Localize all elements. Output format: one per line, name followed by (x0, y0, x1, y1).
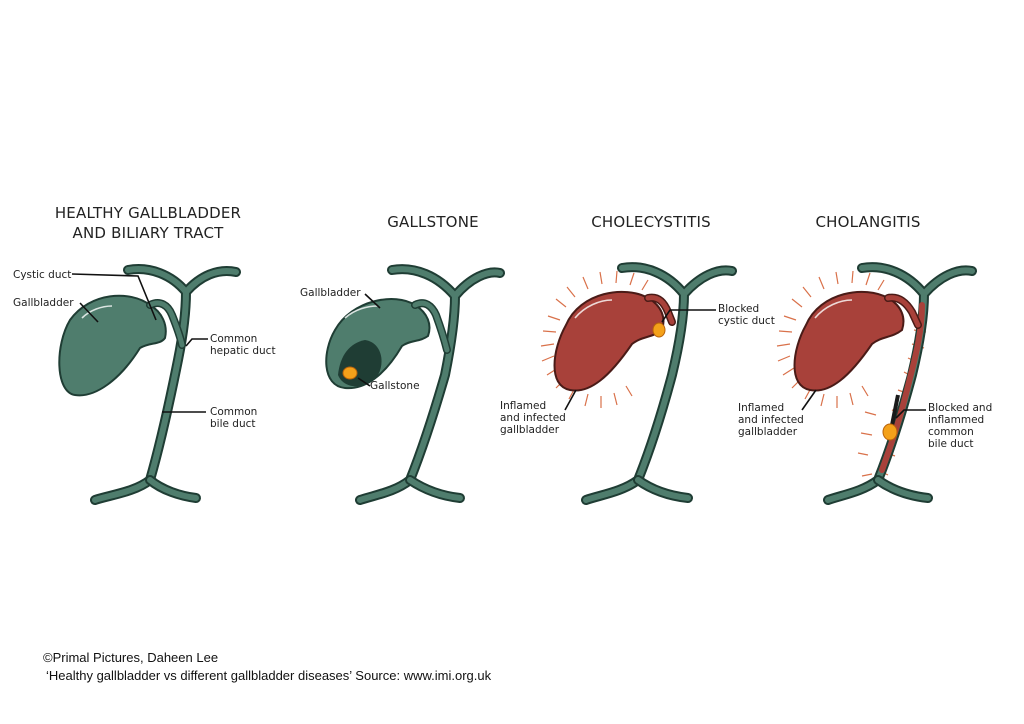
label-inflamed-g-line2: and infected (738, 414, 804, 426)
cholecystitis-stone (652, 322, 666, 338)
gallstone-illustration (325, 264, 505, 505)
panel-title-cholangitis: CHOLANGITIS (815, 213, 921, 231)
credit-line-2: ‘Healthy gallbladder vs different gallbl… (46, 668, 492, 683)
label-blocked-cystic-duct: Blocked cystic duct (718, 303, 775, 327)
label-blocked-cbd-line1: Blocked and (928, 402, 993, 414)
label-inflamed-g-line3: gallbladder (738, 426, 798, 438)
healthy-gallbladder (58, 294, 167, 397)
label-gallbladder-healthy: Gallbladder (13, 297, 74, 309)
cholecystitis-illustration (540, 262, 737, 505)
credit-line-1: ©Primal Pictures, Daheen Lee (43, 650, 219, 665)
panel-title-gallstone: GALLSTONE (387, 213, 479, 231)
label-common-hepatic-line1: Common (210, 333, 258, 345)
label-blocked-cbd-line3: common (928, 426, 974, 438)
panel-title-cholecystitis: CHOLECYSTITIS (591, 213, 711, 231)
label-blocked-cystic-line1: Blocked (718, 303, 760, 315)
label-common-bile-line2: bile duct (210, 418, 256, 430)
label-inflamed-gallbladder-cholangitis: Inflamed and infected gallbladder (738, 402, 804, 438)
panel-title-healthy: HEALTHY GALLBLADDER AND BILIARY TRACT (40, 203, 256, 243)
cholangitis-illustration (776, 262, 977, 505)
healthy-illustration (58, 264, 241, 505)
label-gallstone: Gallstone (370, 380, 420, 392)
label-blocked-cbd-line4: bile duct (928, 438, 974, 450)
label-common-hepatic-line2: hepatic duct (210, 345, 276, 357)
label-blocked-common-bile-duct: Blocked and inflammed common bile duct (928, 402, 992, 450)
label-inflamed-g-line1: Inflamed (738, 402, 785, 414)
label-common-bile-line1: Common (210, 406, 258, 418)
cholecystitis-gallbladder (553, 290, 665, 392)
gallstone-stone (342, 366, 358, 380)
label-gallbladder-gallstone: Gallbladder (300, 287, 361, 299)
label-blocked-cystic-line2: cystic duct (718, 315, 775, 327)
cholangitis-gallbladder (793, 290, 905, 392)
label-inflamed-c-line3: gallbladder (500, 424, 560, 436)
label-blocked-cbd-line2: inflammed (928, 414, 985, 426)
label-inflamed-c-line1: Inflamed (500, 400, 547, 412)
label-inflamed-gallbladder-cholecystitis: Inflamed and infected gallbladder (500, 400, 566, 436)
label-common-hepatic-duct: Common hepatic duct (210, 333, 276, 357)
cholangitis-stone (882, 423, 898, 441)
cholecystitis-inflammation-rays (540, 270, 649, 408)
label-common-bile-duct: Common bile duct (210, 406, 257, 430)
panel-title-healthy-line1: HEALTHY GALLBLADDER (54, 204, 242, 222)
label-cystic-duct: Cystic duct (13, 269, 72, 281)
panel-title-healthy-line2: AND BILIARY TRACT (72, 224, 224, 242)
label-inflamed-c-line2: and infected (500, 412, 566, 424)
